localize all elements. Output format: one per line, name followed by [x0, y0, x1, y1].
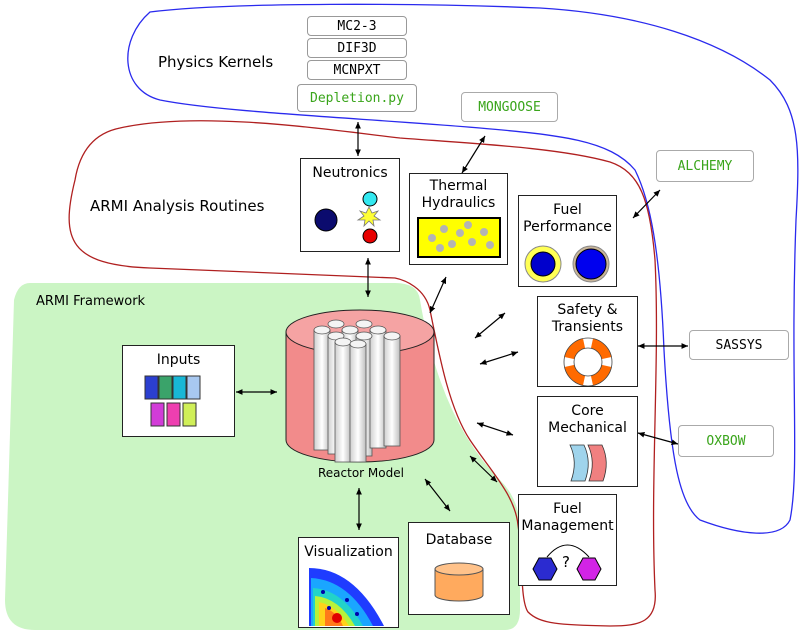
th-title-line1: Thermal — [429, 178, 488, 194]
database-box[interactable]: Database — [408, 522, 510, 615]
fuel-rod-bundle — [313, 319, 401, 463]
arrow-mongoose-th — [461, 135, 486, 174]
analysis-routine-loop — [68, 120, 658, 627]
kernel-dif3d[interactable]: DIF3D — [307, 38, 407, 58]
bowed-duct-icon — [569, 444, 607, 482]
neutronics-title: Neutronics — [312, 165, 388, 181]
framework-label: ARMI Framework — [36, 294, 146, 309]
visualization-box[interactable]: Visualization — [298, 537, 399, 628]
external-mongoose[interactable]: MONGOOSE — [461, 92, 558, 122]
fp-title-line2: Performance — [523, 219, 612, 235]
analysis-routines-label: ARMI Analysis Routines — [90, 197, 265, 215]
arrow-th-reactor — [429, 276, 447, 314]
arrow-reactor-coremech — [476, 422, 514, 436]
arrow-reactor-safety — [474, 312, 506, 339]
th-title-line2: Hydraulics — [421, 195, 496, 211]
fm-title-line2: Management — [521, 518, 614, 534]
core-map-icon — [309, 568, 384, 626]
life-ring-icon — [563, 337, 613, 386]
input-files-icon — [144, 375, 201, 427]
physics-kernel-loop — [127, 3, 799, 534]
arrow-reactor-fuelmgmt — [469, 455, 498, 483]
inputs-box[interactable]: Inputs — [122, 345, 235, 437]
inputs-title: Inputs — [156, 352, 201, 368]
safety-transients-plugin[interactable]: Safety & Transients — [537, 296, 638, 387]
external-alchemy[interactable]: ALCHEMY — [656, 150, 754, 182]
safety-title-line2: Transients — [551, 319, 624, 335]
reactor-model-label: Reactor Model — [318, 466, 404, 480]
safety-title-line1: Safety & — [557, 302, 618, 318]
kernel-depletion[interactable]: Depletion.py — [297, 84, 417, 112]
arrow-alchemy-fuelperf — [632, 189, 661, 219]
kernel-mcnpxt[interactable]: MCNPXT — [307, 60, 407, 80]
database-cylinder-icon — [434, 562, 484, 602]
physics-kernels-label: Physics Kernels — [158, 53, 274, 71]
reactor-model-graphic — [285, 309, 435, 463]
fm-question-mark: ? — [562, 553, 570, 571]
fm-title-line1: Fuel — [553, 501, 582, 517]
coolant-channel-icon — [417, 217, 501, 258]
external-sassys[interactable]: SASSYS — [689, 330, 789, 360]
arrow-reactor-database — [424, 478, 451, 512]
external-oxbow[interactable]: OXBOW — [678, 425, 774, 457]
shuffle-icon — [532, 544, 602, 581]
kernel-mc2-3[interactable]: MC2-3 — [307, 16, 407, 36]
cm-title-line2: Mechanical — [548, 420, 627, 436]
fuel-pin-icon — [524, 245, 610, 283]
cm-title-line1: Core — [571, 403, 604, 419]
neutronics-plugin[interactable]: Neutronics — [300, 158, 400, 252]
connection-arrows — [236, 121, 688, 530]
arrow-coremech-oxbow — [637, 431, 679, 446]
fuel-performance-plugin[interactable]: Fuel Performance — [518, 195, 617, 287]
thermal-hydraulics-plugin[interactable]: Thermal Hydraulics — [409, 173, 508, 265]
database-title: Database — [425, 532, 493, 548]
fp-title-line1: Fuel — [553, 202, 582, 218]
arrow-reactor-safety2 — [479, 351, 519, 365]
core-mechanical-plugin[interactable]: Core Mechanical — [537, 396, 638, 487]
fuel-management-plugin[interactable]: Fuel Management ? — [518, 494, 617, 586]
neutronics-icon — [314, 191, 382, 244]
visualization-title: Visualization — [304, 544, 393, 560]
